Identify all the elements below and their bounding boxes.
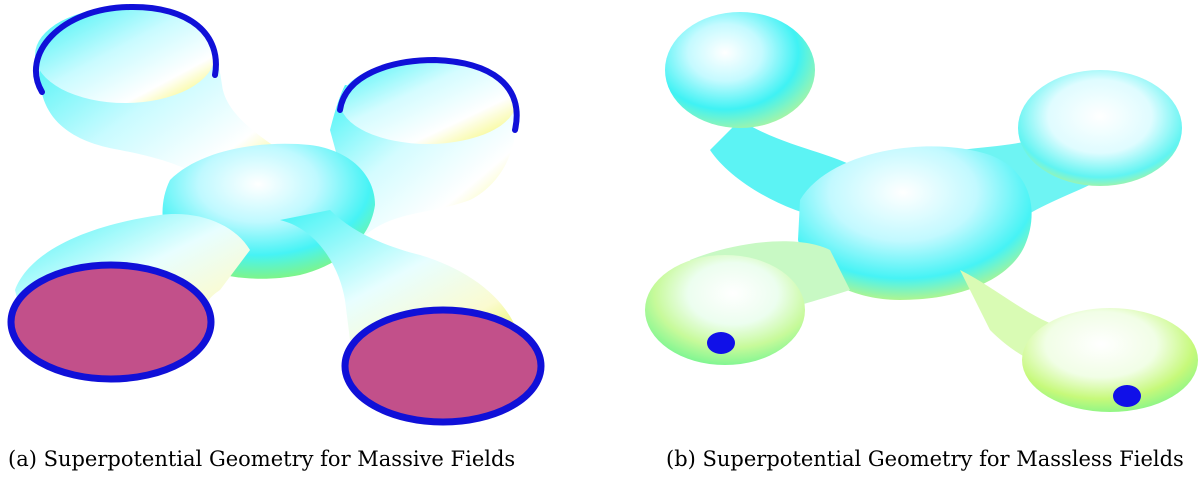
center-body	[798, 146, 1032, 300]
figure-caption: (a) Superpotential Geometry for Massive …	[8, 447, 516, 471]
figure-caption: (b) Superpotential Geometry for Massless…	[666, 447, 1184, 471]
bottom-left-puncture-dot	[707, 332, 735, 354]
top-right-cap	[340, 60, 516, 144]
top-right-boundary-ring	[337, 56, 520, 133]
figure-massless-fields: (b) Superpotential Geometry for Massless…	[630, 0, 1201, 493]
top-left-cap	[35, 7, 215, 103]
top-left-boundary-ring	[33, 3, 219, 95]
massless-fields-surface-plot	[645, 12, 1198, 412]
massless-surface-body	[645, 12, 1198, 412]
bottom-right-disk	[341, 306, 545, 426]
top-right-lobe	[1018, 70, 1182, 186]
bottom-left-lobe	[645, 255, 805, 365]
bottom-left-disk	[7, 261, 215, 383]
massive-fields-surface-plot	[7, 3, 545, 426]
bottom-right-lobe	[1022, 308, 1198, 412]
top-left-lobe	[665, 12, 815, 128]
figure-massive-fields: (a) Superpotential Geometry for Massive …	[0, 0, 560, 493]
bottom-right-puncture-dot	[1113, 385, 1141, 407]
